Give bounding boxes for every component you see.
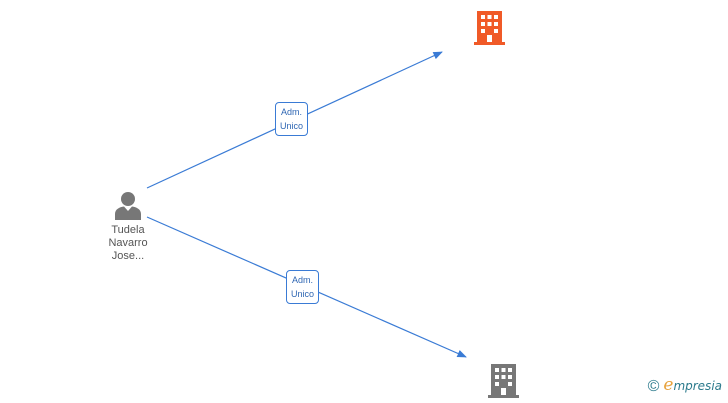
brand-name: mpresia — [673, 379, 722, 394]
relation-label-bottom-line2: Unico — [291, 289, 315, 299]
building-icon — [488, 364, 519, 398]
person-name: Tudela Navarro Jose... — [96, 224, 160, 263]
copyright-symbol: © — [647, 378, 660, 395]
relation-label-bottom[interactable]: Adm. Unico — [286, 270, 320, 304]
building-icon — [474, 11, 505, 45]
person-icon — [115, 192, 141, 220]
person-node[interactable]: Tudela Navarro Jose... — [96, 190, 160, 263]
relation-label-bottom-line1: Adm. — [292, 275, 314, 285]
brand-initial: e — [663, 375, 674, 396]
person-name-line-1: Tudela — [111, 224, 145, 236]
relation-label-top-line1: Adm. — [281, 107, 303, 117]
person-name-line-2: Navarro — [108, 237, 148, 249]
relation-label-top-line2: Unico — [280, 121, 304, 131]
company-node-top[interactable] — [474, 11, 505, 50]
person-name-line-3: Jose... — [111, 250, 145, 262]
company-node-bottom[interactable] — [488, 364, 519, 403]
relation-label-top[interactable]: Adm. Unico — [275, 102, 309, 136]
copyright-brand[interactable]: ©empresia — [648, 375, 722, 396]
